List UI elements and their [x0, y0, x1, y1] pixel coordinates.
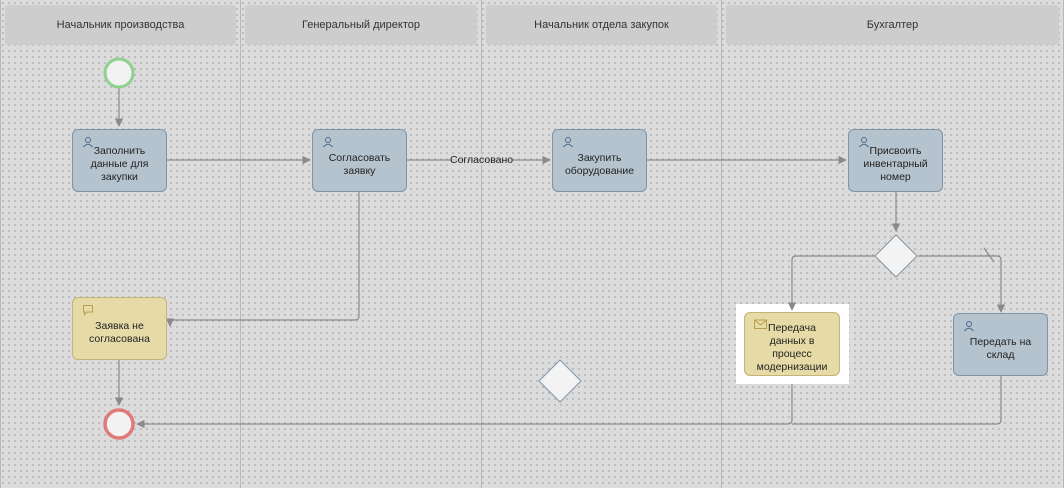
user-icon	[858, 136, 870, 152]
task-label: Передача данных в процесс модернизации	[756, 322, 828, 373]
default-flow-marker	[983, 247, 995, 263]
lane-header-general-director[interactable]: Генеральный директор	[245, 5, 477, 45]
lane-header-procurement-head[interactable]: Начальник отдела закупок	[486, 5, 717, 45]
flow-warehouse-to-end[interactable]	[792, 376, 1002, 425]
exclusive-gateway-decision[interactable]	[874, 234, 918, 278]
user-icon	[82, 136, 94, 152]
task-label: Закупить оборудование	[564, 151, 635, 177]
start-event[interactable]	[103, 57, 135, 89]
task-transfer-to-warehouse[interactable]: Передать на склад	[953, 313, 1048, 376]
task-label: Заполнить данные для закупки	[90, 145, 149, 183]
lane-production-head: Начальник производства	[0, 0, 241, 488]
flow-gateway-to-warehouse[interactable]	[918, 255, 1006, 313]
user-icon	[322, 136, 334, 152]
task-request-not-approved[interactable]: Заявка не согласована	[72, 297, 167, 360]
exclusive-gateway-unconnected[interactable]	[538, 359, 582, 403]
message-icon	[82, 304, 94, 320]
user-icon	[963, 320, 975, 336]
task-label: Присвоить инвентарный номер	[863, 145, 928, 183]
task-label: Передать на склад	[969, 335, 1032, 361]
user-icon	[562, 136, 574, 152]
task-purchase-equipment[interactable]: Закупить оборудование	[552, 129, 647, 192]
task-label: Согласовать заявку	[328, 151, 391, 177]
task-transfer-data-to-modernization[interactable]: Передача данных в процесс модернизации	[744, 312, 840, 376]
lane-header-accountant[interactable]: Бухгалтер	[726, 5, 1059, 45]
task-approve-request[interactable]: Согласовать заявку	[312, 129, 407, 192]
envelope-icon	[754, 319, 767, 334]
flow-approve-to-not-approved[interactable]	[165, 191, 360, 327]
end-event[interactable]	[103, 408, 135, 440]
lane-header-production-head[interactable]: Начальник производства	[5, 5, 236, 45]
lane-procurement-head: Начальник отдела закупок	[481, 0, 722, 488]
flow-label-approved: Согласовано	[450, 154, 514, 166]
task-fill-purchase-data[interactable]: Заполнить данные для закупки	[72, 129, 167, 192]
task-assign-inventory-number[interactable]: Присвоить инвентарный номер	[848, 129, 943, 192]
flow-gateway-to-transfer[interactable]	[787, 255, 875, 311]
flow-transfer-to-end[interactable]	[136, 384, 793, 429]
task-label: Заявка не согласована	[89, 319, 150, 345]
